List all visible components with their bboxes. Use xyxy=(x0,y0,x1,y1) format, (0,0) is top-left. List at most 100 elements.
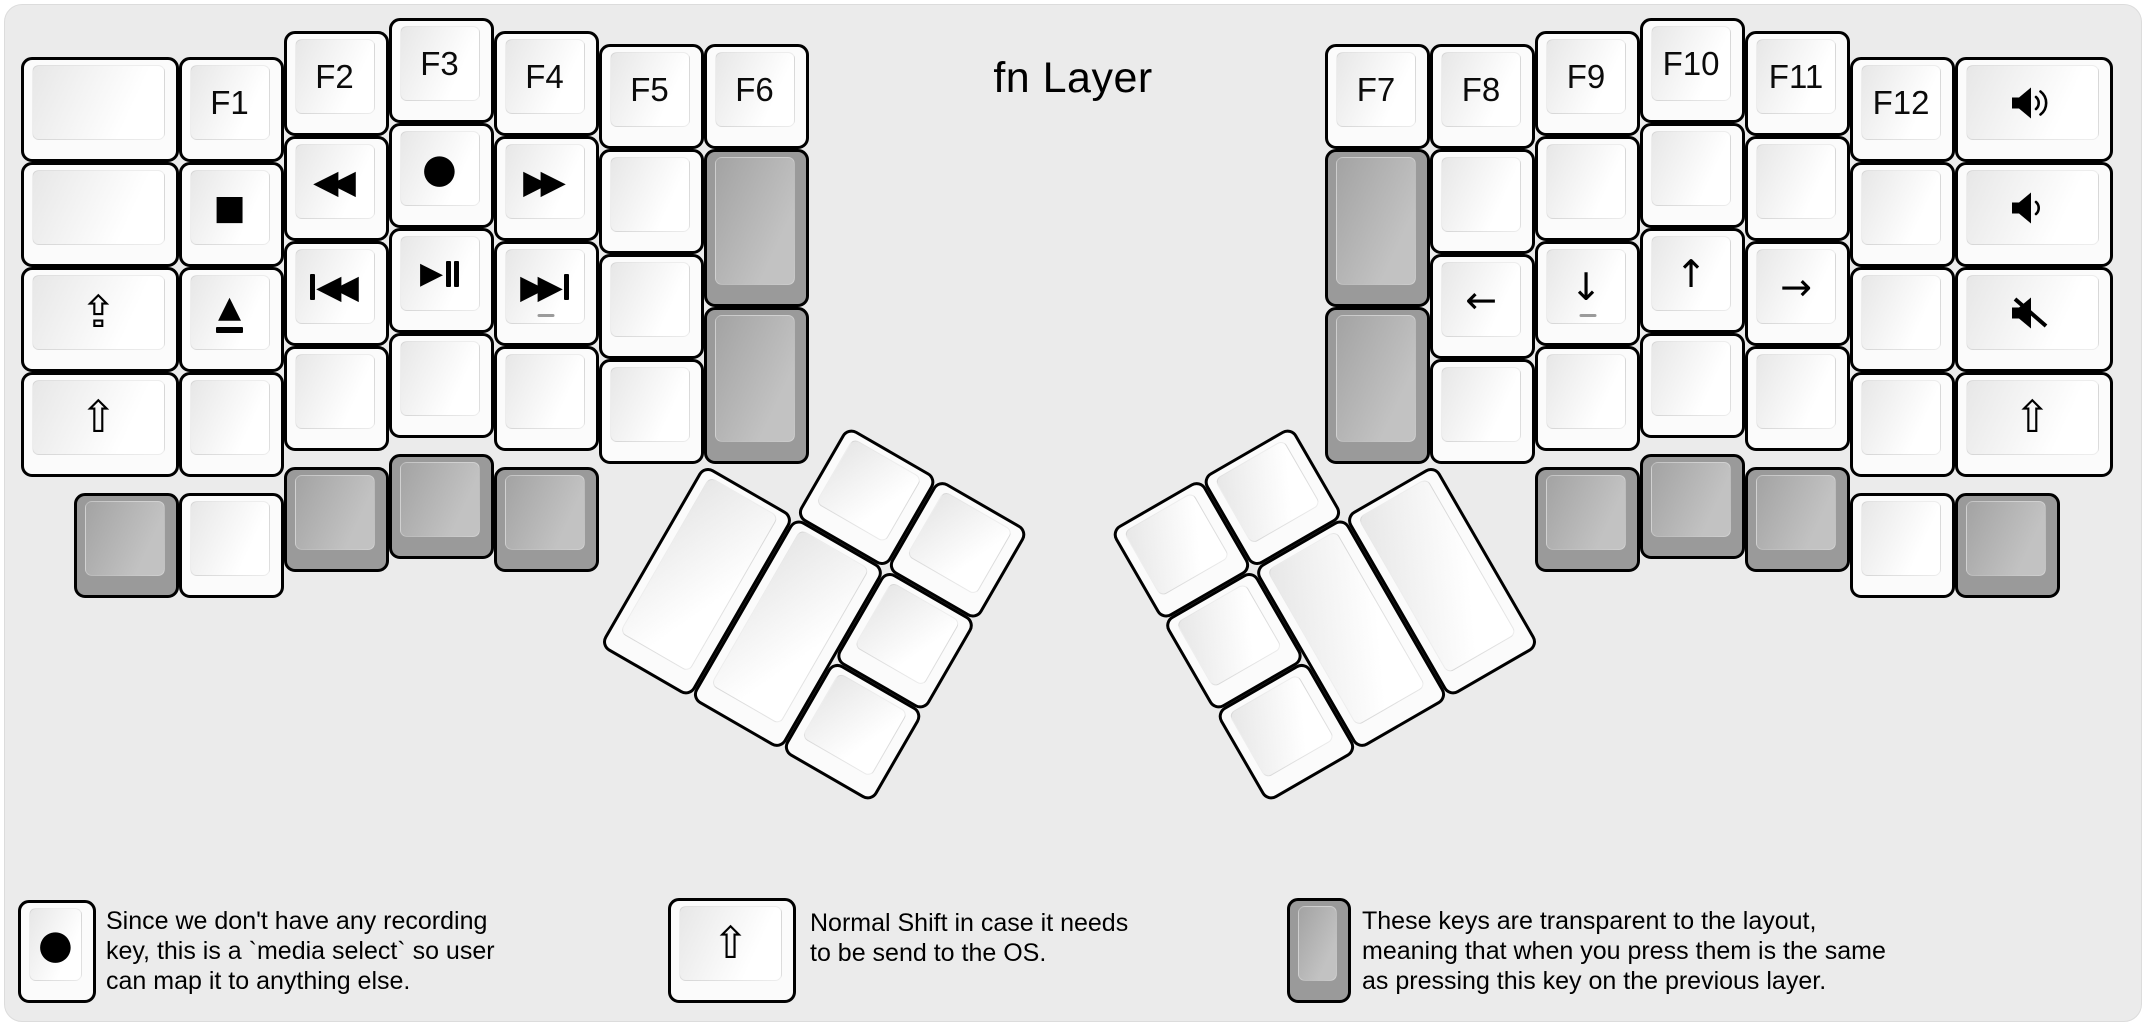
key-blank-r9[interactable] xyxy=(1640,333,1745,438)
key-caps-lock-top: ⇪ xyxy=(32,275,165,350)
legend-key-shift[interactable]: ⇧ xyxy=(668,898,796,1003)
shift-icon: ⇧ xyxy=(79,391,117,443)
key-blank-r2-top xyxy=(1546,144,1626,219)
key-next-track[interactable]: ▶▶ xyxy=(493,241,599,346)
record-icon: ● xyxy=(422,145,457,192)
key-transparent-r2[interactable] xyxy=(1325,306,1430,464)
key-blank-r3[interactable] xyxy=(1640,123,1745,228)
legend-text-record: Since we don't have any recording key, t… xyxy=(106,907,495,995)
key-blank-r5[interactable] xyxy=(1850,162,1955,267)
key-blank-r8[interactable] xyxy=(1535,346,1640,451)
key-record-top: ● xyxy=(399,131,480,206)
key-blank-r4[interactable] xyxy=(1745,136,1850,241)
key-transparent-l5[interactable] xyxy=(388,454,494,559)
key-blank-l8[interactable] xyxy=(493,346,599,451)
key-blank-l1-top xyxy=(32,65,165,140)
key-f4[interactable]: F4 xyxy=(493,31,599,136)
key-f8[interactable]: F8 xyxy=(1430,44,1535,149)
key-rewind-top: ◀◀ xyxy=(294,144,375,219)
right-arrow-icon: → xyxy=(1780,264,1812,309)
key-transparent-r1[interactable] xyxy=(1325,149,1430,307)
key-f7[interactable]: F7 xyxy=(1325,44,1430,149)
key-caps-lock[interactable]: ⇪ xyxy=(21,267,179,372)
next-track-icon: ▶▶ xyxy=(520,270,569,303)
key-blank-l5-top xyxy=(189,380,270,455)
key-stop[interactable]: ■ xyxy=(178,162,284,267)
key-fast-forward[interactable]: ▶▶ xyxy=(493,136,599,241)
legend-key-record[interactable]: ● xyxy=(18,900,96,1003)
key-blank-l7-top xyxy=(399,341,480,416)
key-transparent-l6-top xyxy=(504,475,585,550)
key-volume-down[interactable] xyxy=(1955,162,2113,267)
key-f6-top: F6 xyxy=(714,52,795,127)
key-volume-up[interactable] xyxy=(1955,57,2113,162)
key-eject[interactable]: ▲ xyxy=(178,267,284,372)
key-f2[interactable]: F2 xyxy=(283,31,389,136)
key-blank-l4[interactable] xyxy=(598,254,704,359)
key-mute[interactable] xyxy=(1955,267,2113,372)
key-blank-l7[interactable] xyxy=(388,333,494,438)
record-icon: ● xyxy=(38,921,73,968)
key-blank-r7-top xyxy=(1441,367,1521,442)
key-f1[interactable]: F1 xyxy=(178,57,284,162)
key-blank-l1[interactable] xyxy=(21,57,179,162)
key-transparent-r5[interactable] xyxy=(1745,467,1850,572)
key-f6[interactable]: F6 xyxy=(703,44,809,149)
key-arrow-right[interactable]: → xyxy=(1745,241,1850,346)
key-blank-l6-top xyxy=(294,354,375,429)
key-f9-label: F9 xyxy=(1566,57,1606,95)
key-blank-r2[interactable] xyxy=(1535,136,1640,241)
key-transparent-l2[interactable] xyxy=(703,306,809,464)
key-f1-label: F1 xyxy=(210,83,249,121)
key-arrow-left[interactable]: ← xyxy=(1430,254,1535,359)
key-transparent-l3[interactable] xyxy=(73,493,179,598)
key-transparent-r4[interactable] xyxy=(1640,454,1745,559)
key-shift-right[interactable]: ⇧ xyxy=(1955,372,2113,477)
key-f7-top: F7 xyxy=(1336,52,1416,127)
key-f12-label: F12 xyxy=(1872,83,1930,121)
homing-bar xyxy=(537,314,555,317)
key-blank-r7[interactable] xyxy=(1430,359,1535,464)
key-transparent-l1[interactable] xyxy=(703,149,809,307)
key-blank-r12[interactable] xyxy=(1850,493,1955,598)
legend-key-shift-top: ⇧ xyxy=(679,906,782,981)
key-transparent-l4[interactable] xyxy=(283,467,389,572)
key-record[interactable]: ● xyxy=(388,123,494,228)
key-blank-l9-top xyxy=(609,367,690,442)
key-transparent-l6[interactable] xyxy=(493,467,599,572)
key-f10-top: F10 xyxy=(1651,26,1731,101)
key-rewind[interactable]: ◀◀ xyxy=(283,136,389,241)
key-f2-label: F2 xyxy=(315,57,354,95)
key-blank-l3[interactable] xyxy=(598,149,704,254)
key-blank-l9[interactable] xyxy=(598,359,704,464)
key-f7-label: F7 xyxy=(1356,70,1396,108)
key-f11[interactable]: F11 xyxy=(1745,31,1850,136)
key-blank-l10[interactable] xyxy=(178,493,284,598)
key-blank-r11[interactable] xyxy=(1850,372,1955,477)
key-prev-track[interactable]: ◀◀ xyxy=(283,241,389,346)
key-f3[interactable]: F3 xyxy=(388,18,494,123)
key-f10[interactable]: F10 xyxy=(1640,18,1745,123)
key-f5[interactable]: F5 xyxy=(598,44,704,149)
key-arrow-up-top: ↑ xyxy=(1651,236,1731,311)
key-blank-r6[interactable] xyxy=(1850,267,1955,372)
key-f12[interactable]: F12 xyxy=(1850,57,1955,162)
key-blank-l2[interactable] xyxy=(21,162,179,267)
key-eject-top: ▲ xyxy=(189,275,270,350)
key-shift-left[interactable]: ⇧ xyxy=(21,372,179,477)
key-blank-l5[interactable] xyxy=(178,372,284,477)
key-arrow-down[interactable]: ↓ xyxy=(1535,241,1640,346)
key-play-pause[interactable]: ▶ xyxy=(388,228,494,333)
key-blank-r10[interactable] xyxy=(1745,346,1850,451)
key-blank-l6[interactable] xyxy=(283,346,389,451)
rewind-icon: ◀◀ xyxy=(313,162,356,201)
shift-icon: ⇧ xyxy=(2013,391,2051,443)
key-transparent-r6[interactable] xyxy=(1955,493,2060,598)
legend-key-transparent[interactable] xyxy=(1287,898,1351,1003)
key-transparent-r3[interactable] xyxy=(1535,467,1640,572)
key-arrow-up[interactable]: ↑ xyxy=(1640,228,1745,333)
key-f3-label: F3 xyxy=(420,44,459,82)
legend-key-transparent-top xyxy=(1298,906,1337,981)
key-f9[interactable]: F9 xyxy=(1535,31,1640,136)
key-blank-r1[interactable] xyxy=(1430,149,1535,254)
